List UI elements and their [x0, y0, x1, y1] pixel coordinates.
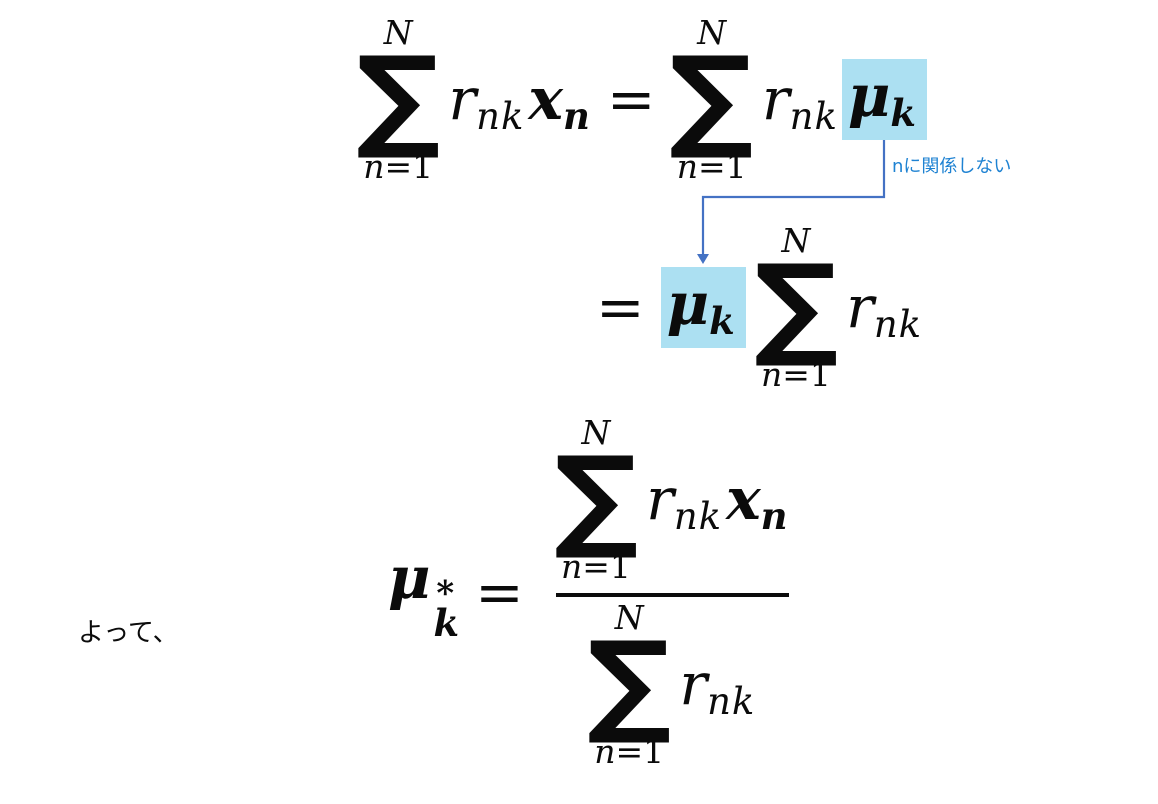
lower-limit-var: n	[676, 146, 698, 186]
sub-nk: nk	[873, 303, 923, 347]
sub-n: n	[562, 94, 591, 139]
sigma-symbol: ∑	[586, 617, 672, 748]
lower-limit-value: =1	[582, 546, 631, 586]
summation: N ∑ n=1	[553, 413, 639, 583]
lower-limit-var: n	[560, 546, 583, 586]
equals-sign: =	[596, 273, 645, 342]
var-r: r	[448, 65, 477, 134]
var-mu: μ	[847, 62, 891, 131]
sub-nk: nk	[789, 95, 838, 139]
term-mu-star: μ∗k	[388, 544, 460, 645]
star-superscript: ∗	[433, 567, 457, 608]
var-mu: μ	[388, 544, 431, 613]
summation-lower-limit: n=1	[594, 735, 664, 768]
summation-lower-limit: n=1	[561, 550, 631, 583]
sigma-symbol: ∑	[669, 33, 754, 163]
sub-nk: nk	[673, 495, 723, 539]
summation-upper-limit: N	[697, 13, 727, 52]
mu-star-scripts: ∗k	[433, 567, 460, 645]
var-r: r	[679, 649, 708, 718]
summation-lower-limit: n=1	[761, 358, 831, 391]
var-x: x	[528, 65, 563, 134]
var-x: x	[726, 465, 761, 534]
equals-sign: =	[475, 557, 524, 626]
equals-sign: =	[606, 65, 656, 134]
therefore-label: よって、	[78, 618, 179, 648]
var-mu: μ	[666, 270, 710, 339]
sub-nk: nk	[707, 679, 756, 723]
summation: N ∑ n=1	[669, 13, 754, 186]
var-r: r	[646, 465, 674, 534]
sigma-symbol: ∑	[553, 433, 639, 563]
lower-limit-var: n	[363, 146, 385, 186]
summation-lower-limit: n=1	[363, 150, 433, 183]
lower-limit-value: =1	[384, 146, 434, 186]
lower-limit-var: n	[760, 354, 783, 394]
var-r: r	[761, 65, 790, 134]
summation-upper-limit: N	[581, 413, 611, 452]
sigma-symbol: ∑	[355, 33, 441, 163]
annotation-label: nに関係しない	[892, 156, 1012, 177]
var-r: r	[846, 273, 874, 342]
sigma-symbol: ∑	[753, 241, 839, 371]
sub-nk: nk	[476, 95, 525, 139]
lower-limit-var: n	[594, 731, 616, 771]
summation: N ∑ n=1	[355, 13, 441, 183]
summation: N ∑ n=1	[753, 224, 839, 391]
sub-k: k	[709, 299, 736, 344]
summation-upper-limit: N	[383, 13, 413, 52]
summation: N ∑ n=1	[586, 597, 672, 768]
summation-upper-limit: N	[614, 597, 644, 637]
fraction-bar	[555, 592, 789, 597]
lower-limit-value: =1	[782, 354, 831, 394]
sub-k: k	[433, 600, 460, 645]
sub-k: k	[890, 91, 917, 136]
lower-limit-value: =1	[615, 731, 665, 771]
sub-n: n	[760, 494, 789, 539]
